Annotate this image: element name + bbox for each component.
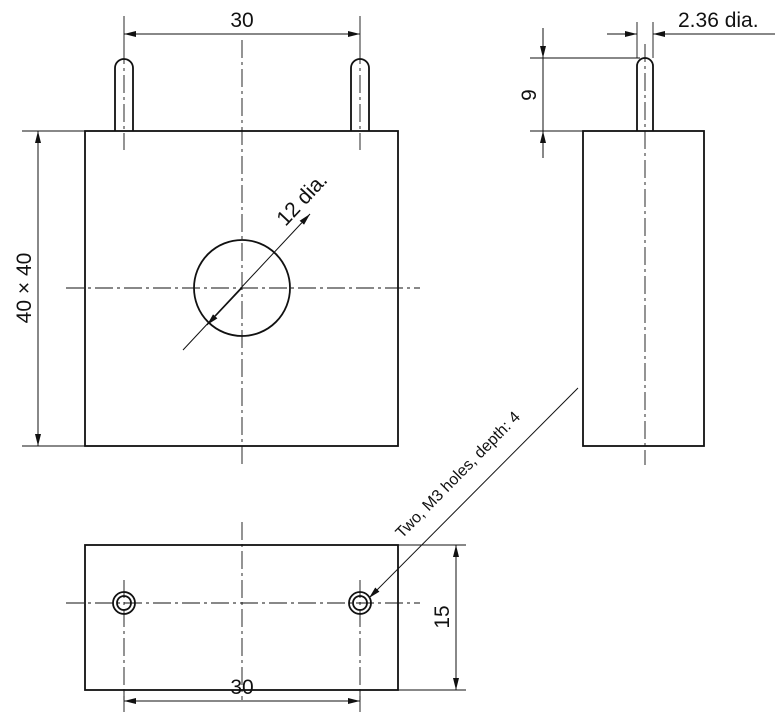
hole-diameter-leader-arrow	[206, 287, 243, 326]
front-body-outline	[84, 130, 399, 447]
bottom-spacing-label: 30	[230, 676, 253, 699]
hole-diameter-leader	[182, 213, 311, 351]
square-size-label: 40 × 40	[13, 253, 36, 324]
top-spacing-label: 30	[230, 9, 253, 32]
m3-holes-leader	[368, 387, 579, 599]
m3-hole-left-inner	[116, 595, 132, 611]
front-view: 30 40 × 40 12 dia.	[13, 9, 420, 465]
bottom-body-outline	[84, 544, 399, 691]
m3-holes-note: Two, M3 holes, depth: 4	[393, 409, 524, 542]
pin-diameter-label: 2.36 dia.	[678, 9, 759, 32]
side-view: 2.36 dia. 9	[518, 9, 775, 465]
hole-diameter-label: 12 dia.	[272, 169, 332, 231]
side-body-outline	[582, 130, 705, 447]
m3-hole-left-outer	[112, 591, 136, 615]
depth-label: 15	[431, 605, 454, 628]
bottom-view: 30 15 Two, M3 holes, depth: 4	[66, 387, 579, 712]
pin-height-label: 9	[518, 89, 541, 101]
m3-hole-right-outer	[348, 591, 372, 615]
m3-hole-right-inner	[352, 595, 368, 611]
